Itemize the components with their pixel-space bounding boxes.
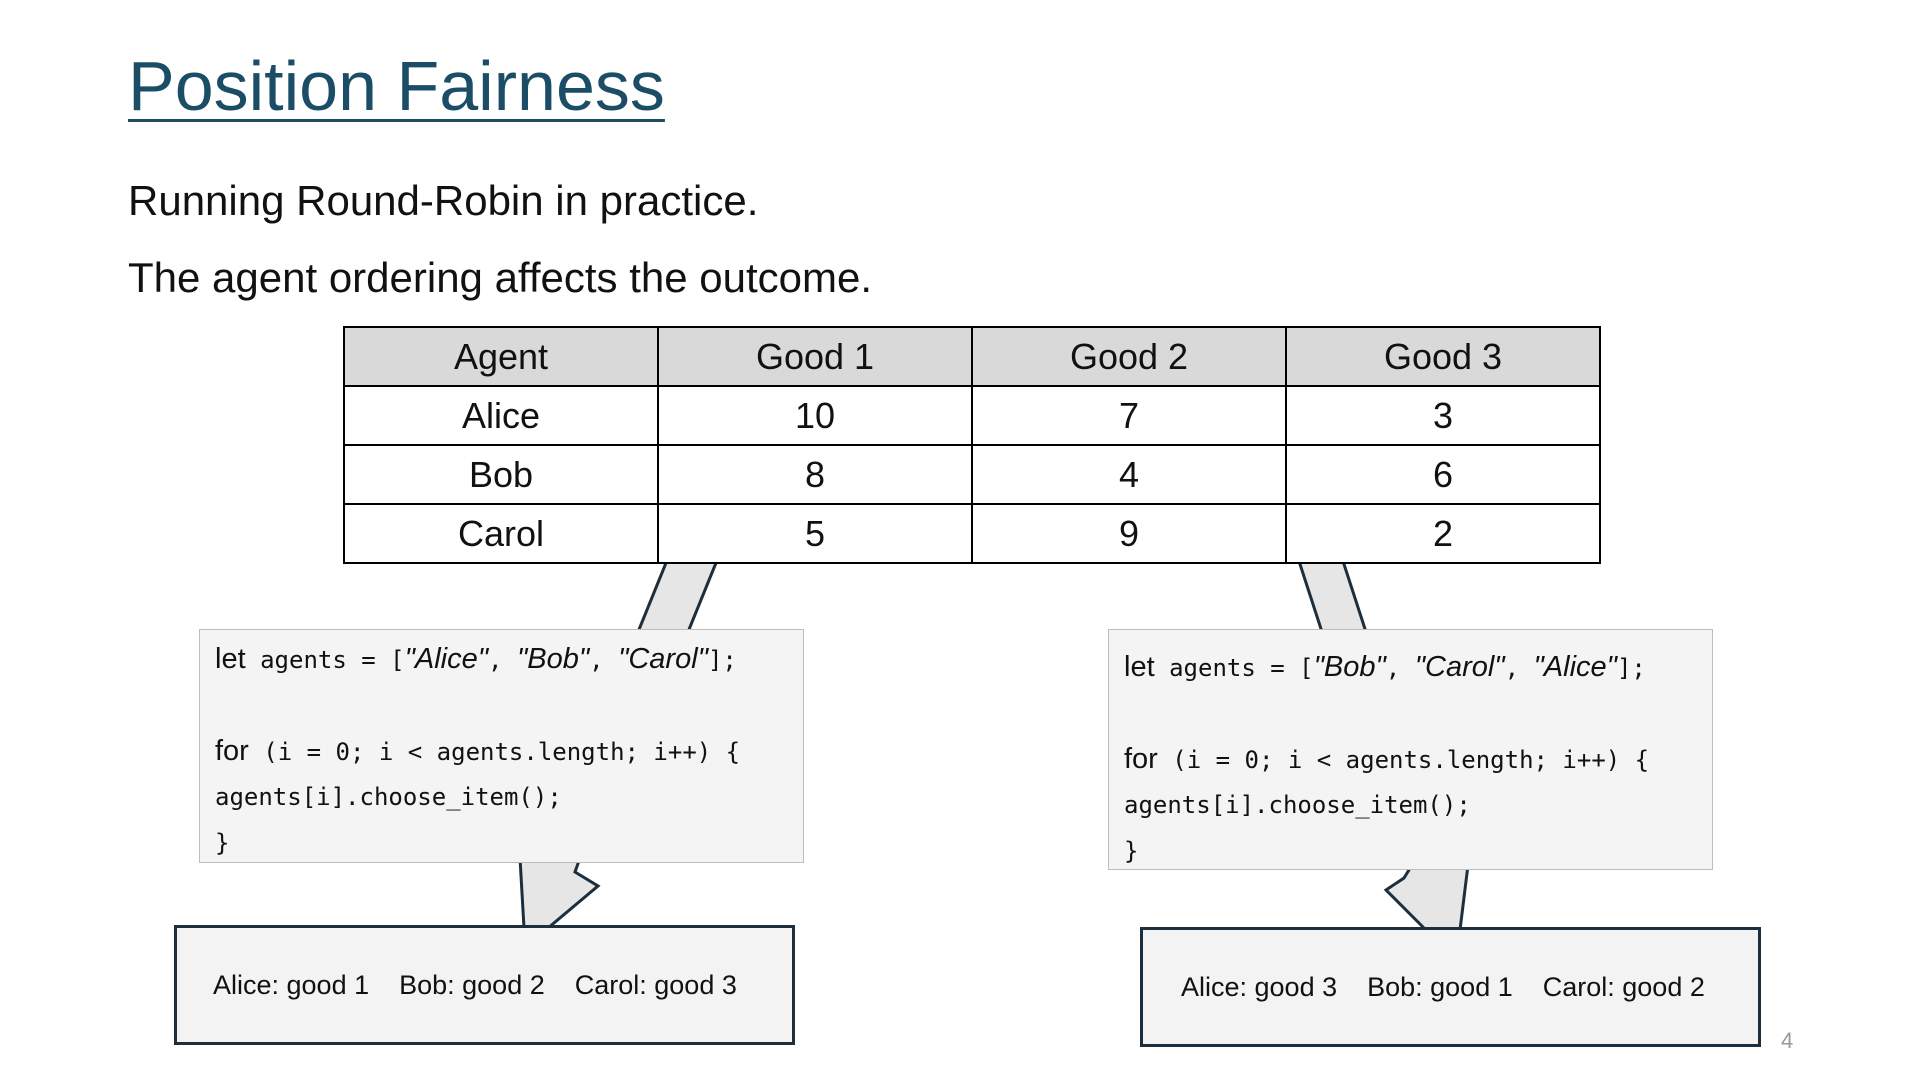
table-header-cell: Good 2 <box>971 326 1287 387</box>
slide-title: Position Fairness <box>128 47 665 125</box>
arrow-table-to-left-code <box>635 556 721 634</box>
left-code-block: let agents = ["Alice", "Bob", "Carol"]; … <box>199 629 804 863</box>
allocation-item: Bob: good 1 <box>1367 971 1513 1002</box>
table-header-cell: Good 1 <box>657 326 973 387</box>
code-text: (i = 0; i < agents.length; i++) { <box>248 738 741 766</box>
code-string: "Bob" <box>516 643 590 675</box>
code-line-close: } <box>1124 837 1139 865</box>
code-text: (i = 0; i < agents.length; i++) { <box>1157 746 1650 774</box>
table-cell: 7 <box>971 385 1287 446</box>
code-text: agents = [ <box>245 646 405 674</box>
code-keyword: for <box>1124 743 1158 775</box>
table-cell: Bob <box>343 444 659 505</box>
right-code-block: let agents = ["Bob", "Carol", "Alice"]; … <box>1108 629 1713 870</box>
arrow-table-to-right-code <box>1295 556 1369 634</box>
table-cell: 8 <box>657 444 973 505</box>
code-string: "Alice" <box>404 643 489 675</box>
table-header-row: Agent Good 1 Good 2 Good 3 <box>343 326 1601 387</box>
valuation-table: Agent Good 1 Good 2 Good 3 Alice 10 7 3 … <box>343 326 1601 564</box>
code-line-body: agents[i].choose_item(); <box>215 783 562 811</box>
right-result-box: Alice: good 3 Bob: good 1 Carol: good 2 <box>1140 927 1761 1047</box>
code-string: "Alice" <box>1533 651 1617 683</box>
table-cell: 6 <box>1285 444 1601 505</box>
table-cell: 5 <box>657 503 973 564</box>
code-line-loop: for (i = 0; i < agents.length; i++) { <box>215 728 788 774</box>
table-cell: 2 <box>1285 503 1601 564</box>
code-blank-line <box>215 682 788 728</box>
code-text: agents = [ <box>1154 654 1314 682</box>
allocation-item: Carol: good 2 <box>1542 971 1705 1002</box>
code-keyword: let <box>1124 651 1155 683</box>
code-line-declaration: let agents = ["Bob", "Carol", "Alice"]; <box>1124 651 1646 683</box>
table-cell: 4 <box>971 444 1287 505</box>
arrow-left-code-to-result <box>518 856 601 930</box>
page-number: 4 <box>1781 1028 1794 1053</box>
table-row: Carol 5 9 2 <box>343 503 1601 564</box>
table-cell: 3 <box>1285 385 1601 446</box>
code-text: ]; <box>1616 654 1646 682</box>
code-line-loop: for (i = 0; i < agents.length; i++) { <box>1124 736 1697 782</box>
code-text: ]; <box>707 646 737 674</box>
code-blank-line <box>1124 690 1697 736</box>
table-cell: Carol <box>343 503 659 564</box>
code-string: "Carol" <box>618 643 708 675</box>
code-keyword: for <box>215 735 249 767</box>
code-string: "Carol" <box>1414 651 1505 683</box>
table-row: Bob 8 4 6 <box>343 444 1601 505</box>
code-line-declaration: let agents = ["Alice", "Bob", "Carol"]; <box>215 643 737 675</box>
table-header-cell: Good 3 <box>1285 326 1601 387</box>
table-row: Alice 10 7 3 <box>343 385 1601 446</box>
allocation-item: Alice: good 1 <box>213 969 370 1000</box>
code-string: "Bob" <box>1313 651 1386 683</box>
code-line-body: agents[i].choose_item(); <box>1124 791 1471 819</box>
allocation-item: Alice: good 3 <box>1181 971 1338 1002</box>
allocation-item: Bob: good 2 <box>399 969 545 1000</box>
table-cell: 10 <box>657 385 973 446</box>
subtitle-line-2: The agent ordering affects the outcome. <box>128 254 873 301</box>
code-keyword: let <box>215 643 246 675</box>
code-line-close: } <box>215 829 230 857</box>
left-result-box: Alice: good 1 Bob: good 2 Carol: good 3 <box>174 925 795 1045</box>
arrow-right-code-to-result <box>1383 863 1470 932</box>
table-header-cell: Agent <box>343 326 659 387</box>
subtitle-line-1: Running Round-Robin in practice. <box>128 177 759 224</box>
table-cell: Alice <box>343 385 659 446</box>
table-cell: 9 <box>971 503 1287 564</box>
allocation-item: Carol: good 3 <box>574 969 737 1000</box>
